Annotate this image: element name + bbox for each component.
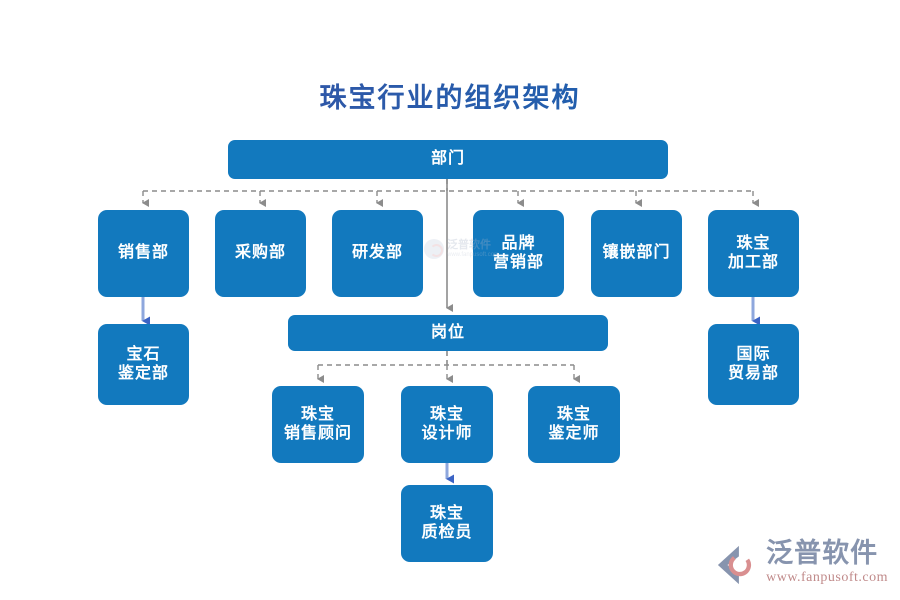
node-department-jewelry-processing[interactable]: 珠宝 加工部 <box>708 210 799 297</box>
node-label: 珠宝 质检员 <box>421 504 473 541</box>
node-label: 镶嵌部门 <box>602 244 671 262</box>
node-label: 珠宝 鉴定师 <box>548 405 600 442</box>
node-department-rnd[interactable]: 研发部 <box>332 210 423 297</box>
node-department-header[interactable]: 部门 <box>228 140 668 179</box>
brand-url: www.fanpusoft.com <box>766 570 888 585</box>
node-label: 国际 贸易部 <box>727 345 779 382</box>
node-label: 岗位 <box>430 323 465 341</box>
edge-position-drops <box>317 365 580 383</box>
node-department-purchasing[interactable]: 采购部 <box>215 210 306 297</box>
node-position-designer[interactable]: 珠宝 设计师 <box>401 386 493 463</box>
node-department-brand-marketing[interactable]: 品牌 营销部 <box>473 210 564 297</box>
node-label: 部门 <box>430 150 465 168</box>
node-label: 品牌 营销部 <box>492 234 544 271</box>
node-department-sales[interactable]: 销售部 <box>98 210 189 297</box>
page-title: 珠宝行业的组织架构 <box>0 76 900 115</box>
node-label: 研发部 <box>351 244 403 262</box>
node-label: 珠宝 加工部 <box>727 234 779 271</box>
node-position-appraiser[interactable]: 珠宝 鉴定师 <box>528 386 620 463</box>
node-department-gem-appraisal[interactable]: 宝石 鉴定部 <box>98 324 189 405</box>
node-department-setting[interactable]: 镶嵌部门 <box>591 210 682 297</box>
node-label: 采购部 <box>234 244 286 262</box>
node-label: 珠宝 销售顾问 <box>283 405 352 442</box>
edge-department-drops <box>142 191 759 207</box>
node-label: 销售部 <box>117 244 169 262</box>
brand-name: 泛普软件 <box>766 538 879 568</box>
brand-logo: 泛普软件 www.fanpusoft.com <box>714 540 888 586</box>
node-label: 宝石 鉴定部 <box>117 345 169 382</box>
node-position-sales-consultant[interactable]: 珠宝 销售顾问 <box>272 386 364 463</box>
node-position-quality-inspector[interactable]: 珠宝 质检员 <box>401 485 493 562</box>
fanpu-logo-icon <box>718 545 752 585</box>
watermark-logo-icon <box>424 239 444 259</box>
node-department-international-trade[interactable]: 国际 贸易部 <box>708 324 799 405</box>
node-label: 珠宝 设计师 <box>421 405 473 442</box>
node-position-header[interactable]: 岗位 <box>288 315 608 351</box>
